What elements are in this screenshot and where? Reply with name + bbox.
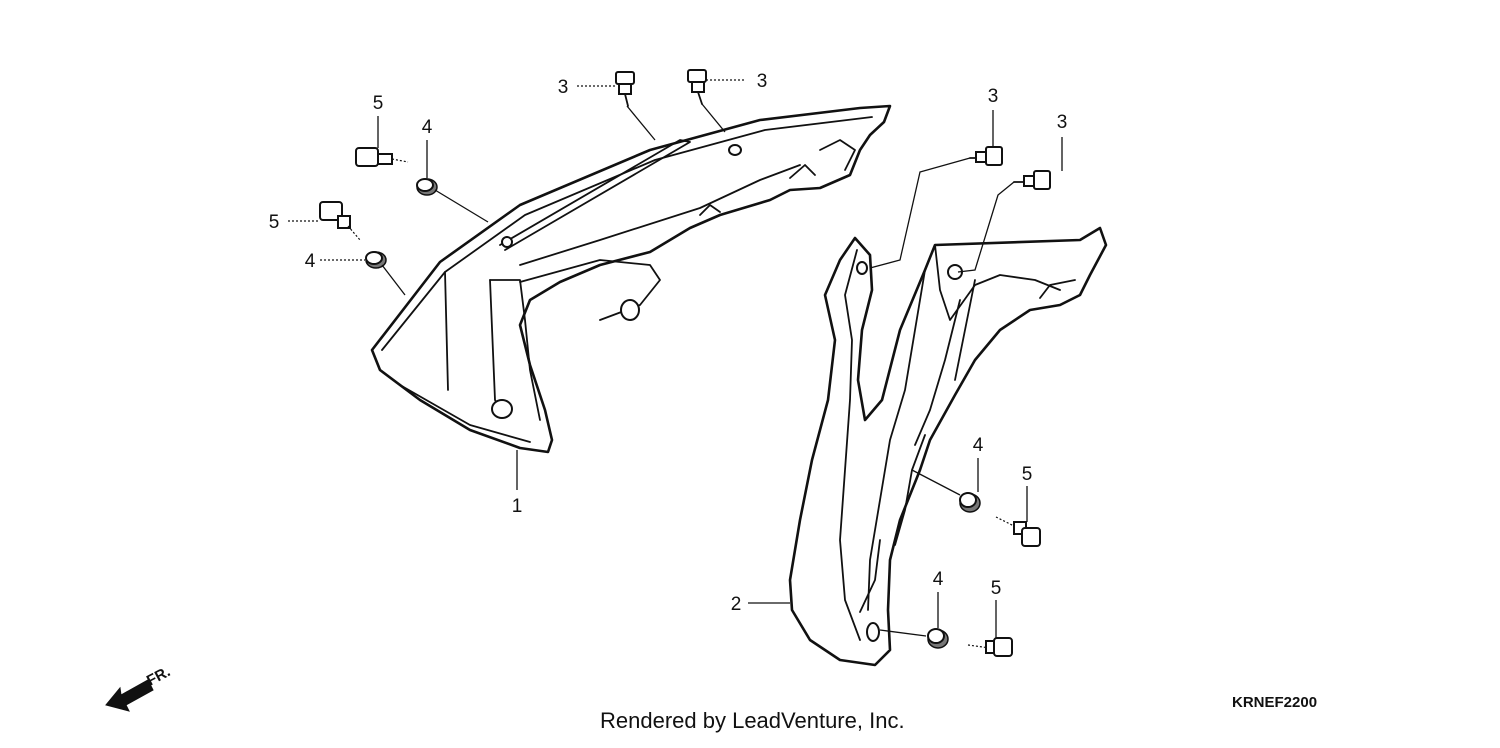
bolt-3c[interactable] <box>969 146 1003 166</box>
callout-4b: 4 <box>305 251 316 272</box>
callout-4c: 4 <box>973 435 984 456</box>
bolt-3d[interactable] <box>1013 170 1051 190</box>
callout-3c: 3 <box>988 86 999 107</box>
callout-5a: 5 <box>373 93 384 114</box>
bolt-3b[interactable] <box>687 69 707 105</box>
front-direction-arrow: FR. <box>105 663 173 712</box>
bolt-5b[interactable] <box>319 201 361 241</box>
callout-4d: 4 <box>933 569 944 590</box>
bolt-5a[interactable] <box>355 147 409 167</box>
collar-4b[interactable] <box>365 251 387 269</box>
callout-3b: 3 <box>757 71 768 92</box>
bolt-3a[interactable] <box>615 71 635 107</box>
callout-3d: 3 <box>1057 112 1068 133</box>
callout-4a: 4 <box>422 117 433 138</box>
leader-lines <box>288 79 1063 638</box>
collar-4d[interactable] <box>927 628 949 649</box>
collar-4a[interactable] <box>416 178 438 196</box>
callout-3a: 3 <box>558 77 569 98</box>
part-1-left-shroud[interactable] <box>370 104 892 454</box>
callout-5d: 5 <box>991 578 1002 599</box>
bolt-5c[interactable] <box>995 516 1041 547</box>
bolt-5d[interactable] <box>967 637 1013 657</box>
callout-2: 2 <box>731 594 742 615</box>
collar-4c[interactable] <box>959 492 981 513</box>
part-2-right-shroud[interactable] <box>788 226 1108 667</box>
render-credit: Rendered by LeadVenture, Inc. <box>600 708 905 733</box>
callout-1: 1 <box>512 496 523 517</box>
callout-5b: 5 <box>269 212 280 233</box>
callout-5c: 5 <box>1022 464 1033 485</box>
diagram-code: KRNEF2200 <box>1232 694 1318 711</box>
